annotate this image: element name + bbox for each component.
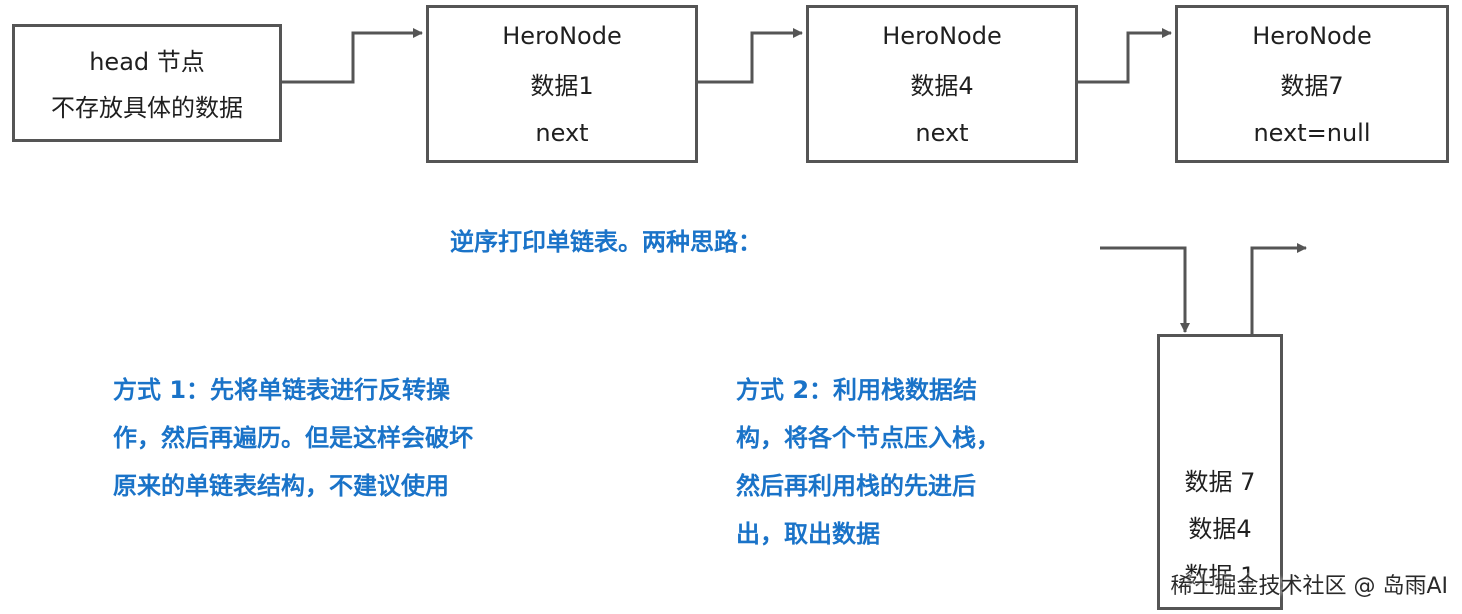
method-1-line-3: 原来的单链表结构，不建议使用 — [113, 472, 449, 500]
watermark: 稀土掘金技术社区 @ 岛雨AI — [1170, 574, 1448, 599]
node-2-title: HeroNode — [882, 22, 1002, 50]
method-1-line-2: 作，然后再遍历。但是这样会破坏 — [113, 424, 473, 452]
reverse-print-heading: 逆序打印单链表。两种思路： — [450, 228, 762, 256]
arrow-into-stack — [1100, 246, 1190, 333]
hero-node-1: HeroNode 数据1 next — [426, 5, 698, 163]
head-node-label: head 节点 — [89, 48, 205, 76]
node-3-data: 数据7 — [1280, 72, 1344, 100]
method-1-line-1: 方式 1：先将单链表进行反转操 — [113, 376, 451, 404]
arrow-node1-to-node2 — [698, 28, 803, 84]
stack-item-middle: 数据4 — [1188, 515, 1252, 543]
method-1-text: 方式 1：先将单链表进行反转操 作，然后再遍历。但是这样会破坏 原来的单链表结构… — [113, 366, 473, 510]
node-2-next: next — [915, 119, 969, 147]
node-2-data: 数据4 — [910, 72, 974, 100]
arrow-out-of-stack — [1250, 243, 1307, 334]
node-1-next: next — [535, 119, 589, 147]
method-2-text: 方式 2：利用栈数据结 构，将各个节点压入栈， 然后再利用栈的先进后 出，取出数… — [736, 366, 1000, 558]
hero-node-3: HeroNode 数据7 next=null — [1175, 5, 1449, 163]
stack-box: 数据 7 数据4 数据 1 — [1157, 334, 1283, 610]
method-2-line-3: 然后再利用栈的先进后 — [736, 472, 976, 500]
method-2-line-4: 出，取出数据 — [736, 520, 880, 548]
stack-item-bottom: 数据 1 — [1184, 562, 1256, 590]
hero-node-2: HeroNode 数据4 next — [806, 5, 1078, 163]
node-3-next: next=null — [1253, 119, 1371, 147]
head-node-description: 不存放具体的数据 — [51, 94, 243, 122]
head-node-box: head 节点 不存放具体的数据 — [12, 24, 282, 142]
node-3-title: HeroNode — [1252, 22, 1372, 50]
node-1-title: HeroNode — [502, 22, 622, 50]
arrow-node2-to-node3 — [1078, 28, 1172, 84]
arrow-head-to-node1 — [282, 28, 423, 84]
method-2-line-1: 方式 2：利用栈数据结 — [736, 376, 978, 404]
stack-item-top: 数据 7 — [1184, 468, 1256, 496]
node-1-data: 数据1 — [530, 72, 594, 100]
method-2-line-2: 构，将各个节点压入栈， — [736, 424, 1000, 452]
